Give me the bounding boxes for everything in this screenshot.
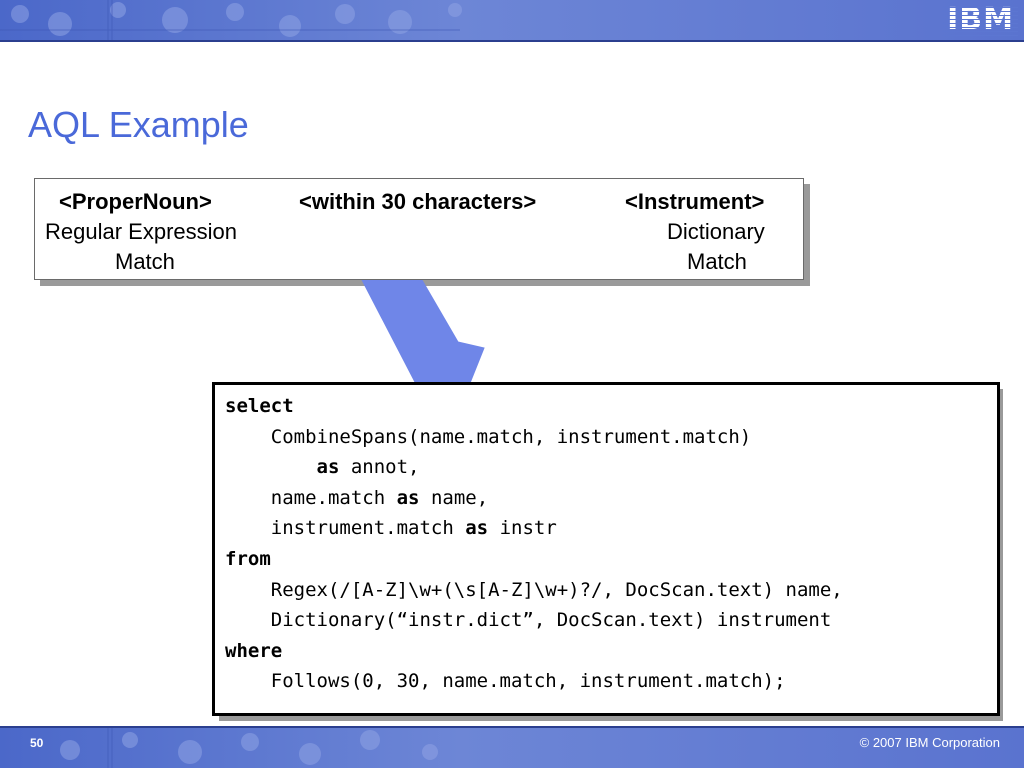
keyword-from: from (225, 547, 271, 570)
footer-pattern (60, 726, 438, 768)
code-line: instrument.match (270, 517, 466, 540)
code-line: Follows(0, 30, name.match, instrument.ma… (270, 670, 786, 693)
code-line: instr (488, 517, 557, 540)
dictionary-label: Dictionary (667, 219, 765, 244)
keyword-as: as (316, 456, 340, 479)
page-number: 50 (30, 736, 44, 750)
pattern-box: <ProperNoun> <within 30 characters> <Ins… (34, 178, 804, 280)
code-line: name, (419, 486, 489, 509)
code-line: annot, (339, 456, 420, 479)
keyword-as: as (396, 486, 420, 509)
banner-pattern (0, 0, 462, 42)
ibm-logo: IBM (947, 2, 1014, 37)
slide-title: AQL Example (28, 104, 249, 145)
keyword-where: where (225, 639, 283, 662)
proper-noun-label: <ProperNoun> (59, 189, 212, 214)
regex-match-label: Match (115, 249, 175, 274)
footer-banner: 50 © 2007 IBM Corporation (0, 726, 1024, 768)
footer-band (0, 726, 1024, 728)
code-line: Regex(/[A-Z]\w+(\s[A-Z]\w+)?/, DocScan.t… (270, 578, 843, 601)
code-box: select CombineSpans(name.match, instrume… (212, 382, 1000, 716)
header-banner: IBM (0, 0, 1024, 42)
dictionary-match-label: Match (687, 249, 747, 274)
aql-code: select CombineSpans(name.match, instrume… (225, 391, 843, 697)
within-label: <within 30 characters> (299, 189, 537, 214)
code-line: Dictionary(“instr.dict”, DocScan.text) i… (270, 609, 832, 632)
header-band (0, 40, 1024, 42)
keyword-as: as (465, 517, 489, 540)
code-line: CombineSpans(name.match, instrument.matc… (270, 425, 752, 448)
regex-label: Regular Expression (45, 219, 237, 244)
keyword-select: select (225, 395, 294, 417)
instrument-label: <Instrument> (625, 189, 765, 214)
copyright: © 2007 IBM Corporation (859, 735, 1000, 750)
code-line: name.match (270, 486, 397, 509)
